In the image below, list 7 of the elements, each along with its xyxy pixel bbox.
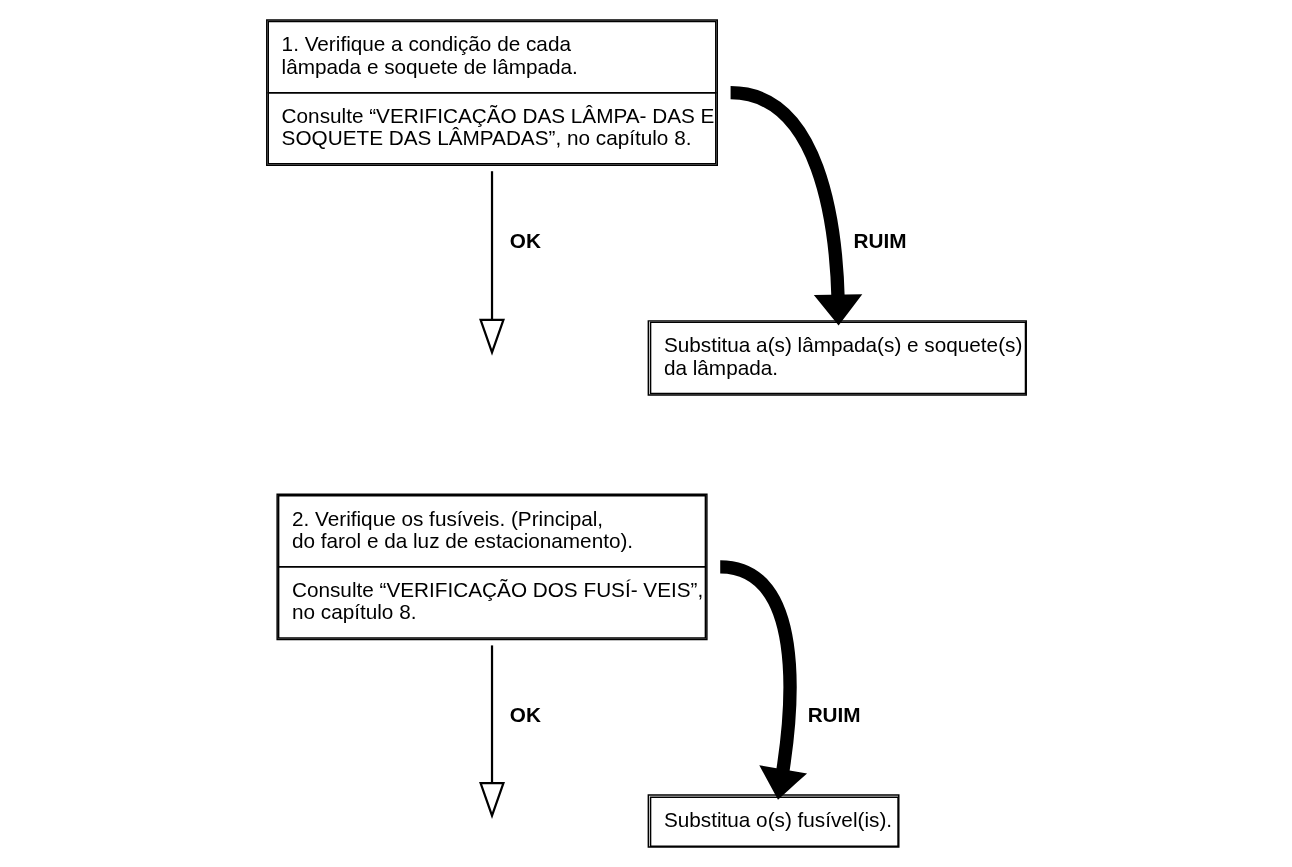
edge-label: OK [509,228,541,252]
arrow [729,86,862,326]
arrow [478,171,505,356]
arrow [478,645,505,820]
edge-label: OK [509,703,541,727]
edge-label: RUIM [853,228,907,252]
edge-label: RUIM [807,703,861,727]
